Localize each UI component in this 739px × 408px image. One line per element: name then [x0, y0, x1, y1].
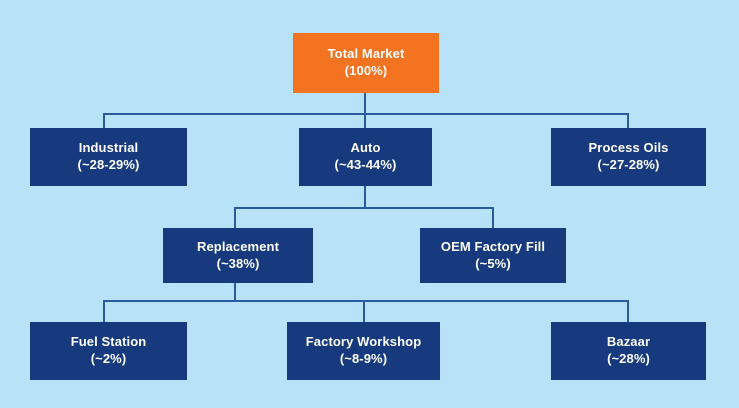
- connector-drop-industrial: [103, 113, 105, 129]
- node-process-oils-value: (~27-28%): [597, 157, 660, 172]
- node-total-market-label: Total Market: [327, 46, 405, 62]
- connector-drop-factory-workshop: [363, 300, 365, 323]
- node-auto-label: Auto: [350, 140, 381, 156]
- connector-drop-oem-factory-fill: [492, 207, 494, 229]
- node-auto[interactable]: Auto (~43-44%): [299, 128, 432, 186]
- node-industrial-label: Industrial: [78, 140, 139, 156]
- node-factory-workshop-value: (~8-9%): [339, 351, 388, 366]
- node-process-oils[interactable]: Process Oils (~27-28%): [551, 128, 706, 186]
- node-oem-factory-fill-value: (~5%): [475, 255, 511, 271]
- node-bazaar[interactable]: Bazaar (~28%): [551, 322, 706, 380]
- node-auto-value: (~43-44%): [334, 157, 397, 172]
- connector-replacement-stem: [234, 283, 236, 302]
- node-fuel-station[interactable]: Fuel Station (~2%): [30, 322, 187, 380]
- node-replacement[interactable]: Replacement (~38%): [163, 228, 313, 283]
- node-fuel-station-value: (~2%): [90, 351, 127, 366]
- node-replacement-label: Replacement: [196, 238, 280, 254]
- connector-bus-level2: [234, 207, 494, 209]
- node-fuel-station-label: Fuel Station: [70, 334, 147, 350]
- node-replacement-value: (~38%): [216, 255, 260, 271]
- node-industrial-value: (~28-29%): [77, 157, 140, 172]
- node-bazaar-label: Bazaar: [606, 334, 651, 350]
- connector-bus-level1: [103, 113, 629, 115]
- connector-drop-fuel-station: [103, 300, 105, 323]
- node-total-market-value: (100%): [344, 63, 388, 78]
- connector-bus-level3: [103, 300, 629, 302]
- connector-drop-replacement: [234, 207, 236, 229]
- node-process-oils-label: Process Oils: [588, 140, 669, 156]
- node-total-market[interactable]: Total Market (100%): [293, 33, 439, 93]
- node-factory-workshop-label: Factory Workshop: [305, 334, 422, 350]
- node-factory-workshop[interactable]: Factory Workshop (~8-9%): [287, 322, 440, 380]
- connector-drop-process-oils: [627, 113, 629, 129]
- node-oem-factory-fill-label: OEM Factory Fill: [440, 238, 546, 254]
- connector-auto-stem: [364, 186, 366, 208]
- connector-root-stem: [364, 93, 366, 114]
- node-industrial[interactable]: Industrial (~28-29%): [30, 128, 187, 186]
- node-bazaar-value: (~28%): [607, 351, 650, 366]
- connector-drop-auto: [364, 113, 366, 129]
- node-oem-factory-fill[interactable]: OEM Factory Fill (~5%): [420, 228, 566, 283]
- connector-drop-bazaar: [627, 300, 629, 323]
